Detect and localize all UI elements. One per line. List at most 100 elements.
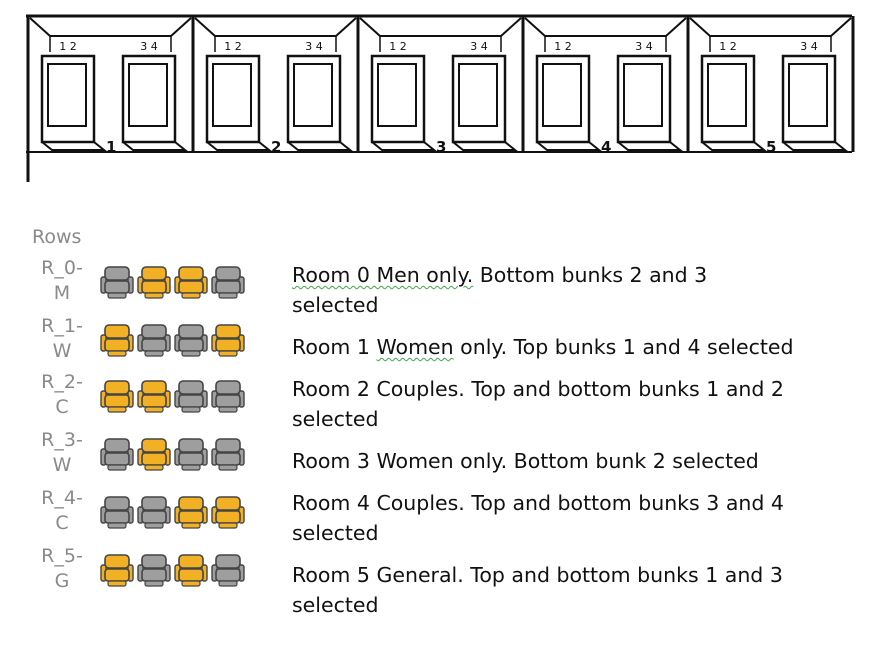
row-label-type: G [54, 570, 70, 592]
row-description-line: selected [292, 293, 379, 317]
seat-icon-unselected [174, 380, 208, 413]
seat-icon-selected [100, 380, 134, 413]
rows-header: Rows [32, 226, 82, 248]
row-description-line: Room 1 Women only. Top bunks 1 and 4 sel… [292, 332, 862, 362]
seat-icon-selected [100, 324, 134, 357]
row-description-line: Room 3 Women only. Bottom bunk 2 selecte… [292, 449, 759, 473]
seat-icon-unselected [211, 380, 245, 413]
row-label: R_3- W [30, 428, 94, 478]
bunk-frame [451, 54, 507, 144]
row-description-line: Room 4 Couples. Top and bottom bunks 3 a… [292, 491, 784, 515]
bunk-inner [623, 63, 663, 127]
row-label: R_4- C [30, 486, 94, 536]
bunk-frame [781, 54, 837, 144]
row-label: R_2-C [30, 370, 94, 420]
row-label-code: R_0- [41, 257, 83, 279]
room-back-wall [524, 17, 687, 37]
bunk-number-label: 3 4 [305, 40, 323, 53]
room-number: 2 [271, 138, 281, 156]
bunk-inner [458, 63, 498, 127]
seat-icon-unselected [174, 438, 208, 471]
room-back-wall [689, 17, 852, 37]
bunk-base [782, 141, 848, 151]
bunk-frame [286, 54, 342, 144]
bunk-number-label: 1 2 [59, 40, 77, 53]
row-label-code: R_3- [41, 429, 83, 451]
bunk-base [701, 141, 767, 151]
row-label-code: R_4- [41, 487, 83, 509]
description-text: only. Top bunks 1 and 4 selected [453, 335, 794, 359]
row-label-type: C [55, 512, 69, 534]
room-number: 3 [436, 138, 446, 156]
seat-icon-selected [137, 438, 171, 471]
seat-icon-unselected [137, 554, 171, 587]
bunk-number-label: 3 4 [140, 40, 158, 53]
seat-icon-selected [100, 554, 134, 587]
bunk-number-label: 1 2 [554, 40, 572, 53]
bunk-frame [535, 54, 591, 144]
bunk-inner [293, 63, 333, 127]
seat-icon-unselected [137, 496, 171, 529]
bunk-inner [788, 63, 828, 127]
row-description-line: selected [292, 521, 379, 545]
seat-icon-unselected [100, 496, 134, 529]
seat-row [100, 266, 245, 299]
seat-row [100, 554, 245, 587]
row-label: R_5-G [30, 544, 94, 594]
description-text: Bottom bunks 2 and 3 [473, 263, 708, 287]
seat-row [100, 438, 245, 471]
room-number: 4 [601, 138, 611, 156]
seat-icon-unselected [211, 266, 245, 299]
room-back-wall [29, 17, 192, 37]
seat-icon-unselected [100, 266, 134, 299]
seat-icon-selected [137, 266, 171, 299]
bunk-base [452, 141, 518, 151]
bunk-inner [542, 63, 582, 127]
row-description-line: Room 0 Men only. Bottom bunks 2 and 3 [292, 260, 862, 290]
bunk-number-label: 3 4 [800, 40, 818, 53]
spellcheck-underlined-text: Women [376, 335, 454, 359]
seat-icon-unselected [211, 438, 245, 471]
row-description-line: selected [292, 407, 379, 431]
seat-icon-selected [137, 380, 171, 413]
bunk-inner [377, 63, 417, 127]
bunk-number-label: 1 2 [719, 40, 737, 53]
bunk-base [41, 141, 107, 151]
row-label-type: W [52, 454, 72, 476]
room-number: 5 [766, 138, 776, 156]
bunk-frame [121, 54, 177, 144]
description-text: Room 1 [292, 335, 377, 359]
room-back-wall [194, 17, 357, 37]
bunk-number-label: 1 2 [389, 40, 407, 53]
seat-icon-selected [174, 266, 208, 299]
bunk-frame [616, 54, 672, 144]
seat-row [100, 496, 245, 529]
bunk-inner [128, 63, 168, 127]
row-label: R_0- M [30, 256, 94, 306]
room-back-wall [359, 17, 522, 37]
bunk-inner [47, 63, 87, 127]
row-label-type: C [55, 396, 69, 418]
bunk-frame [370, 54, 426, 144]
spellcheck-underlined-text: Room 0 Men only. [292, 263, 474, 287]
bunk-frame [700, 54, 756, 144]
row-description: Room 2 Couples. Top and bottom bunks 1 a… [292, 374, 862, 434]
seat-icon-unselected [174, 324, 208, 357]
row-description: Room 5 General. Top and bottom bunks 1 a… [292, 560, 862, 620]
bunk-base [122, 141, 188, 151]
bunk-base [536, 141, 602, 151]
row-label-type: W [52, 340, 72, 362]
row-label-type: M [53, 282, 71, 304]
seat-icon-selected [211, 324, 245, 357]
row-label-code: R_1- [41, 315, 83, 337]
seat-icon-unselected [211, 554, 245, 587]
bunk-base [287, 141, 353, 151]
row-description-line: selected [292, 593, 379, 617]
bunk-number-label: 3 4 [635, 40, 653, 53]
row-description: Room 4 Couples. Top and bottom bunks 3 a… [292, 488, 862, 548]
bunk-base [617, 141, 683, 151]
bunk-number-label: 1 2 [224, 40, 242, 53]
row-description: Room 0 Men only. Bottom bunks 2 and 3 sel… [292, 260, 862, 320]
bunk-number-label: 3 4 [470, 40, 488, 53]
bunk-base [371, 141, 437, 151]
